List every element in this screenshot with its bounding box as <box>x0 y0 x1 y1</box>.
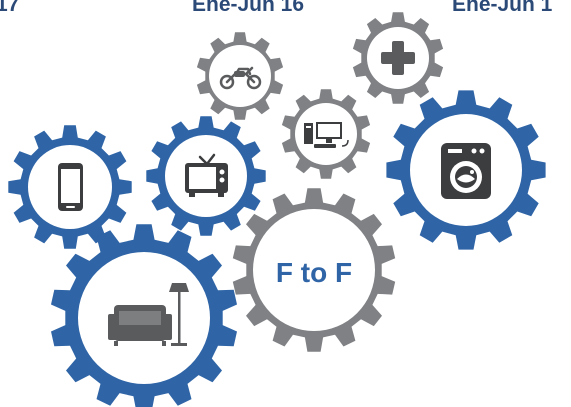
television-icon <box>185 153 228 197</box>
period-label-left: 17 <box>0 0 20 16</box>
plus-gear <box>352 12 444 104</box>
motorcycle-icon <box>219 66 262 90</box>
furniture-gear <box>51 224 237 407</box>
washing-machine-icon <box>441 143 491 199</box>
plus-icon <box>381 41 415 75</box>
smartphone-gear <box>8 125 132 249</box>
period-label-right: Ene-Jun 1 <box>452 0 553 16</box>
motorcycle-gear <box>196 32 284 120</box>
armchair-lamp-icon <box>108 283 189 346</box>
smartphone-icon <box>58 163 83 211</box>
washing-machine-gear <box>386 90 546 250</box>
computer-icon <box>304 122 349 148</box>
period-label-middle: Ene-Jun 16 <box>192 0 305 16</box>
center-gear: F to F <box>232 188 396 352</box>
computer-gear <box>281 89 371 179</box>
center-gear-label: F to F <box>276 257 352 288</box>
television-gear <box>146 116 266 236</box>
